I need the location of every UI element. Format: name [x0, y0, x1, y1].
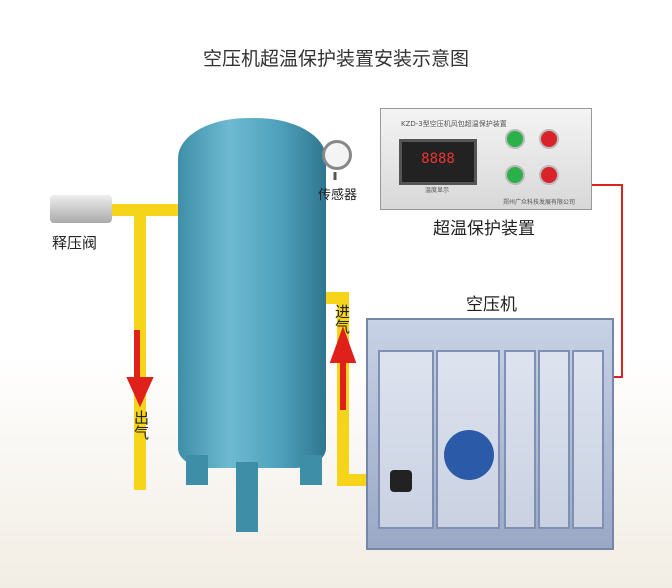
tank-leg [300, 455, 322, 485]
pressure-gauge-icon [322, 140, 352, 170]
air-tank [178, 118, 326, 468]
tank-leg [236, 462, 258, 532]
tank-leg [186, 455, 208, 485]
relief-valve-label: 释压阀 [52, 234, 98, 252]
fan-icon [444, 430, 494, 480]
relief-valve-icon [50, 195, 112, 223]
compressor-door [572, 350, 604, 529]
protector-label: 超温保护装置 [433, 219, 535, 239]
compressor-label: 空压机 [466, 295, 517, 315]
green-lamp [505, 165, 525, 185]
diagram-title: 空压机超温保护装置安装示意图 [202, 48, 469, 70]
compressor-door [538, 350, 570, 529]
outlet-label: 出气 [132, 410, 150, 440]
temperature-display: 8888 [399, 139, 477, 185]
inlet-arrow [329, 326, 357, 410]
compressor-door [378, 350, 434, 529]
compressor-door [504, 350, 536, 529]
outlet-pipe-horizontal [110, 204, 182, 216]
device-model: KZD-3型空压机风包超温保护装置 [401, 120, 507, 128]
inlet-connector [390, 470, 412, 492]
sensor-label: 传感器 [318, 188, 358, 203]
inlet-label: 进气 [333, 304, 351, 334]
outlet-arrow [126, 330, 154, 408]
company-name: 郑州广众科技发展有限公司 [503, 199, 576, 206]
protection-device: KZD-3型空压机风包超温保护装置 8888 温度显示 郑州广众科技发展有限公司 [380, 108, 592, 210]
air-compressor [366, 318, 614, 550]
display-label: 温度显示 [425, 187, 450, 194]
red-lamp [539, 129, 559, 149]
red-button [539, 165, 559, 185]
green-lamp [505, 129, 525, 149]
